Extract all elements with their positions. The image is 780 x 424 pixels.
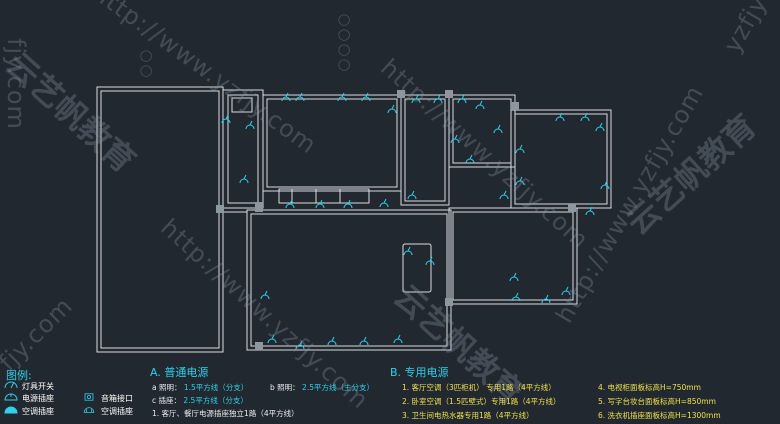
light-switch-icon: [580, 112, 590, 122]
light-switch-icon: [600, 180, 610, 190]
section-b-line: 1. 客厅空调（3匹柜机） 专用1路（4平方线）: [402, 383, 556, 392]
section-b-note: 6. 洗衣机插座面板标高H=1300mm: [598, 411, 721, 420]
power-socket-icon: [393, 334, 403, 344]
light-switch-icon: [433, 94, 443, 104]
power-socket-icon: [245, 120, 255, 130]
power-socket-icon: [327, 336, 337, 346]
section-a-line: c 插座： 2.5平方线（分支）: [152, 395, 248, 406]
power-socket-icon: [595, 122, 605, 132]
light-switch-icon: [285, 199, 295, 209]
light-switch-icon: [281, 92, 291, 102]
legend-item-label: 空调插座: [101, 407, 133, 416]
light-switch-icon: [561, 286, 571, 296]
section-a-line-prefix: c 插座：: [152, 396, 182, 405]
legend-item-label: 音箱接口: [101, 394, 133, 403]
ac-socket-icon: [83, 407, 95, 413]
section-a-title: A. 普通电源: [150, 366, 209, 379]
power-socket-icon: [379, 198, 389, 208]
section-b-title: B. 专用电源: [390, 366, 449, 379]
section-a-line-prefix: a 照明：: [152, 383, 182, 392]
power-socket-icon: [295, 92, 305, 102]
power-socket-icon: [411, 94, 421, 104]
legend-item-label: 灯具开关: [22, 382, 54, 391]
section-a-line-prefix: b 照明：: [270, 383, 300, 392]
power-socket-icon: [555, 112, 565, 122]
light-switch-icon: [407, 190, 417, 200]
ac-socket-icon: [4, 406, 18, 414]
light-switch-icon: [475, 100, 485, 110]
section-b-note: 4. 电视柜面板标高H=750mm: [598, 383, 701, 392]
light-switch-icon: [359, 336, 369, 346]
power-socket-icon: [361, 92, 371, 102]
section-a-line-value: 2.5平方线（主分支）: [302, 383, 374, 392]
power-socket-icon: [499, 190, 509, 200]
power-socket-icon: [4, 393, 18, 401]
living-room-outline: [246, 209, 452, 351]
legend-title: 图例:: [6, 369, 32, 382]
section-a-line-value: 1.5平方线（分支）: [183, 383, 249, 392]
structural-columns: [216, 90, 576, 350]
section-a-line-prefix: 1.: [152, 409, 160, 418]
light-switch-icon: [465, 154, 475, 164]
bedroom-outline: [510, 109, 612, 209]
legend-item-label: 空调插座: [22, 407, 54, 416]
power-socket-icon: [457, 94, 467, 104]
section-b-note: 5. 写字台妆台面板标高H=850mm: [598, 397, 716, 406]
section-a-line-value: 2.5平方线（分支）: [183, 396, 248, 405]
light-switch-icon: [387, 104, 397, 114]
section-b-line: 2. 卧室空调（1.5匹壁式）专用1路（4平方线）: [402, 397, 561, 406]
section-a-line-value: 客厅、餐厅电源插座独立1路（4平方线）: [161, 409, 299, 418]
light-switch-icon: [221, 114, 231, 124]
balcony-outline: [96, 86, 224, 353]
light-switch-icon: [295, 340, 305, 350]
bathroom-outline: [400, 94, 450, 206]
power-socket-icon: [509, 272, 519, 282]
floor-plan-walls: [96, 86, 612, 353]
section-a-line: a 照明： 1.5平方线（分支）: [152, 382, 248, 393]
power-socket-icon: [585, 206, 595, 216]
section-b-line: 3. 卫生间电热水器专用1路（4平方线）: [402, 411, 534, 420]
light-switch-icon: [337, 92, 347, 102]
power-socket-icon: [425, 256, 435, 266]
power-socket-icon: [541, 294, 551, 304]
light-switch-icon: [515, 144, 525, 154]
master-room-outline: [448, 207, 578, 305]
light-switch-icon: [403, 246, 413, 256]
section-a-line: b 照明： 2.5平方线（主分支）: [270, 382, 374, 393]
light-switch-icon: [511, 292, 521, 302]
power-socket-icon: [267, 334, 277, 344]
power-socket-icon: [315, 199, 325, 209]
legend-item-label: 电源插座: [22, 394, 54, 403]
power-socket-icon: [493, 124, 503, 134]
light-switch-icon: [343, 199, 353, 209]
dining-room-outline: [262, 94, 402, 192]
power-socket-icon: [450, 134, 460, 144]
electrical-symbols: [221, 92, 610, 350]
section-a-line: 1. 客厅、餐厅电源插座独立1路（4平方线）: [152, 408, 299, 419]
kitchen-outline: [222, 89, 264, 209]
power-socket-icon: [239, 174, 249, 184]
light-switch-icon: [4, 381, 18, 389]
light-switch-icon: [260, 290, 270, 300]
speaker-port-icon: [84, 393, 94, 401]
light-switch-icon: [515, 176, 525, 186]
